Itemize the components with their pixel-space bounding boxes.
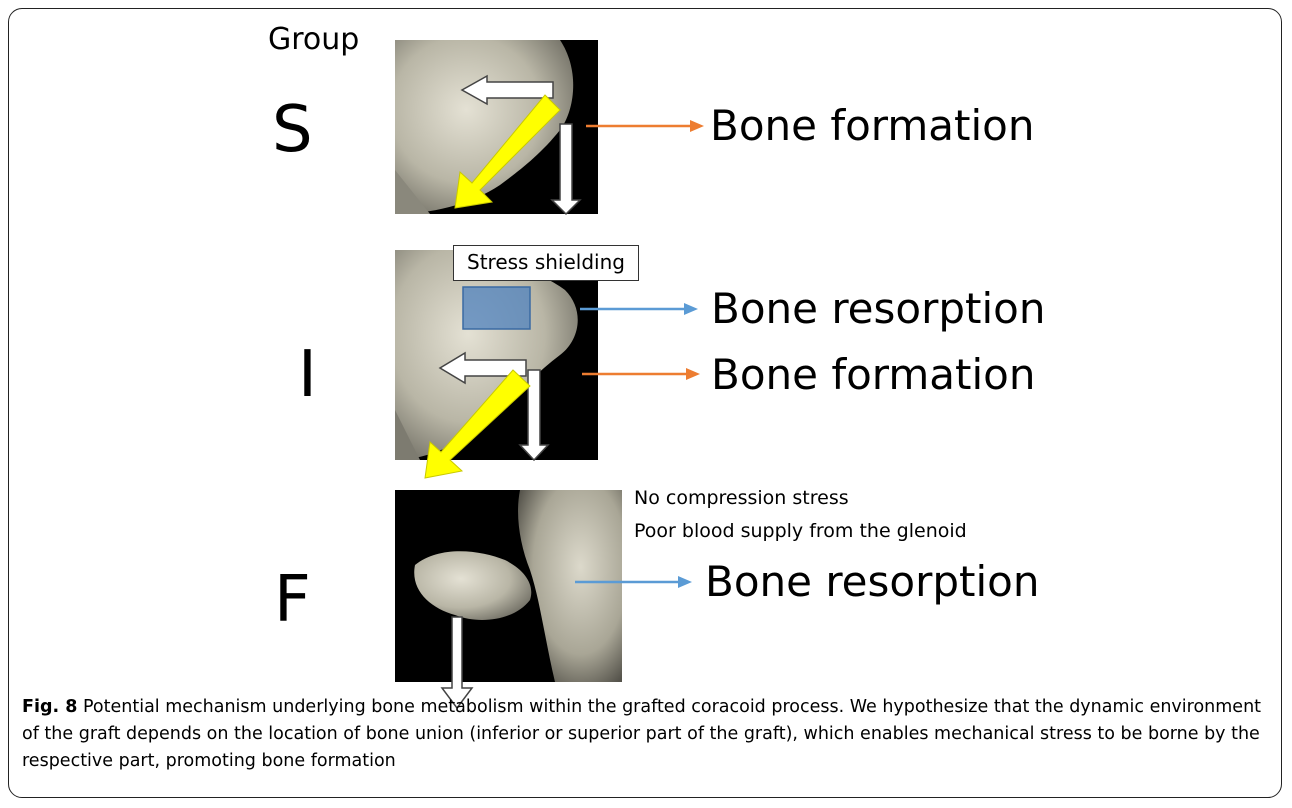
label-f-bone-resorption: Bone resorption <box>705 557 1039 607</box>
note-no-compression: No compression stress <box>634 486 849 510</box>
ct-image-f <box>395 490 622 682</box>
figure-caption: Fig. 8 Potential mechanism underlying bo… <box>22 694 1272 775</box>
label-i-bone-formation: Bone formation <box>711 350 1035 400</box>
ct-image-i <box>395 250 598 460</box>
label-i-bone-resorption: Bone resorption <box>711 284 1045 334</box>
stress-shielding-callout: Stress shielding <box>453 245 639 281</box>
caption-label: Fig. 8 <box>22 697 77 717</box>
note-poor-blood-supply: Poor blood supply from the glenoid <box>634 519 967 543</box>
stress-shield-area <box>463 287 530 329</box>
caption-text: Potential mechanism underlying bone meta… <box>22 697 1261 771</box>
label-s-bone-formation: Bone formation <box>710 101 1034 151</box>
